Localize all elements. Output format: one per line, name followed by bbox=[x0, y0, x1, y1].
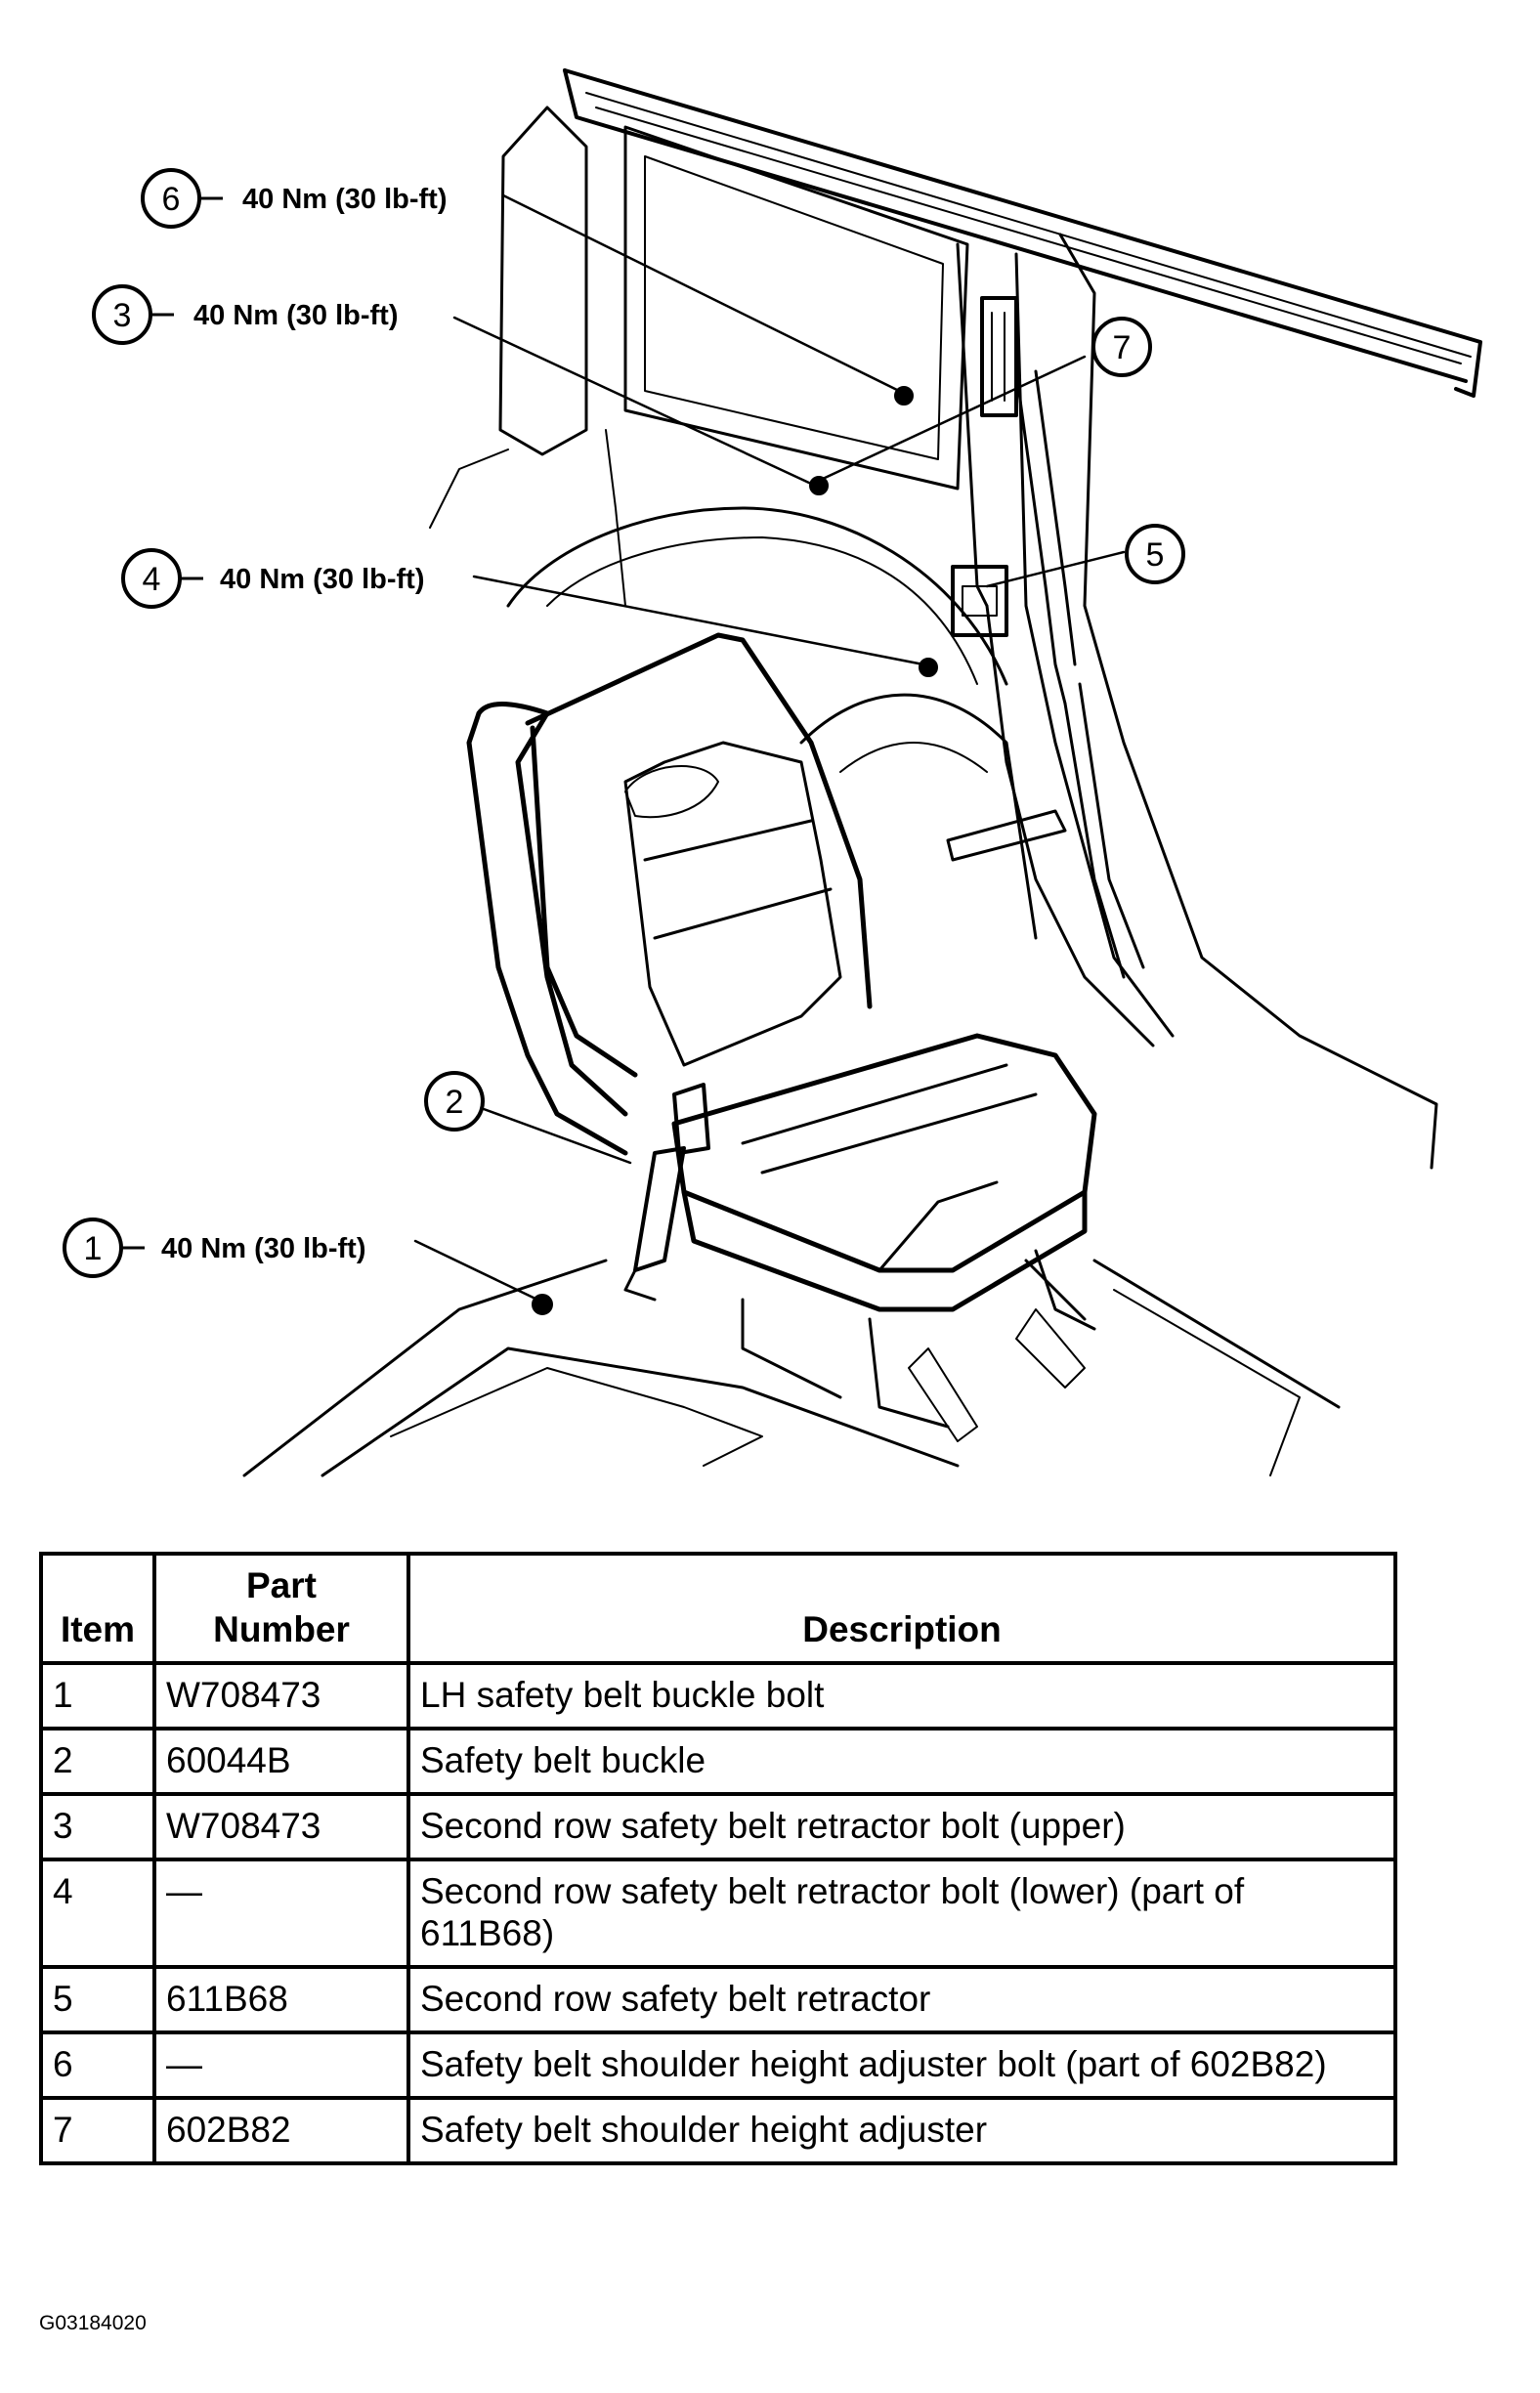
cell-part-number: 60044B bbox=[152, 1727, 410, 1797]
body-pillar-frame bbox=[429, 106, 1438, 1170]
seat-belt-buckle bbox=[623, 1083, 710, 1302]
callout-number: 4 bbox=[143, 561, 161, 598]
belt-retractor bbox=[951, 565, 1008, 637]
cell-item: 7 bbox=[39, 2095, 156, 2165]
torque-spec-3: 40 Nm (30 lb-ft) bbox=[193, 300, 398, 331]
header-part-line1: Part bbox=[246, 1565, 317, 1605]
cell-part-number: W708473 bbox=[152, 1792, 410, 1861]
table-row: 4 — Second row safety belt retractor bol… bbox=[39, 1857, 1397, 1969]
cell-part-number: 602B82 bbox=[152, 2095, 410, 2165]
cell-description: Safety belt shoulder height adjuster bol… bbox=[406, 2030, 1397, 2100]
header-item: Item bbox=[39, 1551, 156, 1666]
callout-circle bbox=[1091, 317, 1152, 377]
header-part-line2: Number bbox=[213, 1609, 350, 1650]
table-header-row: Item Part Number Description bbox=[39, 1551, 1397, 1666]
torque-spec-1: 40 Nm (30 lb-ft) bbox=[161, 1233, 365, 1264]
shoulder-height-adjuster bbox=[980, 296, 1018, 417]
cell-part-number: — bbox=[152, 1857, 410, 1969]
parts-table: Item Part Number Description 1 W708473 L… bbox=[39, 1551, 1397, 2165]
cell-item: 6 bbox=[39, 2030, 156, 2100]
cell-part-number: W708473 bbox=[152, 1661, 410, 1731]
roof-rail bbox=[563, 68, 1482, 398]
header-part-number: Part Number bbox=[152, 1551, 410, 1666]
figure-id: G03184020 bbox=[39, 2312, 147, 2334]
leader-lines bbox=[413, 193, 1126, 1302]
cell-part-number: 611B68 bbox=[152, 1964, 410, 2034]
callout-6: 6 40 Nm (30 lb-ft) bbox=[141, 168, 447, 229]
cell-description: Safety belt buckle bbox=[406, 1727, 1397, 1797]
callout-number: 5 bbox=[1146, 536, 1165, 574]
table-row: 5 611B68 Second row safety belt retracto… bbox=[39, 1964, 1397, 2034]
cell-item: 3 bbox=[39, 1792, 156, 1861]
table-row: 2 60044B Safety belt buckle bbox=[39, 1727, 1397, 1797]
cell-item: 2 bbox=[39, 1727, 156, 1797]
callout-1: 1 40 Nm (30 lb-ft) bbox=[63, 1218, 365, 1278]
header-description: Description bbox=[406, 1551, 1397, 1666]
cell-description: Second row safety belt retractor bolt (l… bbox=[406, 1857, 1397, 1969]
cell-description: Second row safety belt retractor bbox=[406, 1964, 1397, 2034]
wheel-well-trim bbox=[506, 506, 1067, 940]
bolts bbox=[532, 386, 938, 1315]
bolt-4 bbox=[919, 658, 938, 677]
callout-number: 7 bbox=[1113, 329, 1132, 366]
cell-part-number: — bbox=[152, 2030, 410, 2100]
table-row: 6 — Safety belt shoulder height adjuster… bbox=[39, 2030, 1397, 2100]
floor-pan bbox=[242, 1259, 1341, 1477]
cell-description: Safety belt shoulder height adjuster bbox=[406, 2095, 1397, 2165]
callout-3: 3 40 Nm (30 lb-ft) bbox=[92, 284, 398, 345]
callout-number: 1 bbox=[84, 1230, 103, 1267]
callout-number: 3 bbox=[113, 297, 132, 334]
callout-number: 6 bbox=[162, 181, 181, 218]
seat-back bbox=[466, 632, 873, 1156]
cell-item: 4 bbox=[39, 1857, 156, 1969]
table-row: 1 W708473 LH safety belt buckle bolt bbox=[39, 1661, 1397, 1731]
cell-item: 5 bbox=[39, 1964, 156, 2034]
seat-belt-exploded-diagram: 6 40 Nm (30 lb-ft) 3 40 Nm (30 lb-ft) 7 … bbox=[63, 68, 1482, 1477]
callout-2: 2 bbox=[424, 1071, 485, 1132]
callout-7: 7 bbox=[1091, 317, 1152, 377]
callout-number: 2 bbox=[446, 1084, 464, 1121]
callout-5: 5 bbox=[1125, 524, 1185, 584]
torque-spec-4: 40 Nm (30 lb-ft) bbox=[220, 564, 424, 595]
table-row: 7 602B82 Safety belt shoulder height adj… bbox=[39, 2095, 1397, 2165]
cell-item: 1 bbox=[39, 1661, 156, 1731]
callout-4: 4 40 Nm (30 lb-ft) bbox=[121, 548, 424, 609]
cell-description: LH safety belt buckle bolt bbox=[406, 1661, 1397, 1731]
callout-circle bbox=[424, 1071, 485, 1132]
bolt-3 bbox=[809, 476, 829, 495]
shoulder-belt-webbing bbox=[1014, 369, 1145, 979]
callout-circle bbox=[1125, 524, 1185, 584]
seat-cushion bbox=[671, 1033, 1097, 1312]
torque-spec-6: 40 Nm (30 lb-ft) bbox=[242, 184, 447, 215]
table-row: 3 W708473 Second row safety belt retract… bbox=[39, 1792, 1397, 1861]
seat-frame-legs bbox=[741, 1249, 1096, 1429]
cell-description: Second row safety belt retractor bolt (u… bbox=[406, 1792, 1397, 1861]
